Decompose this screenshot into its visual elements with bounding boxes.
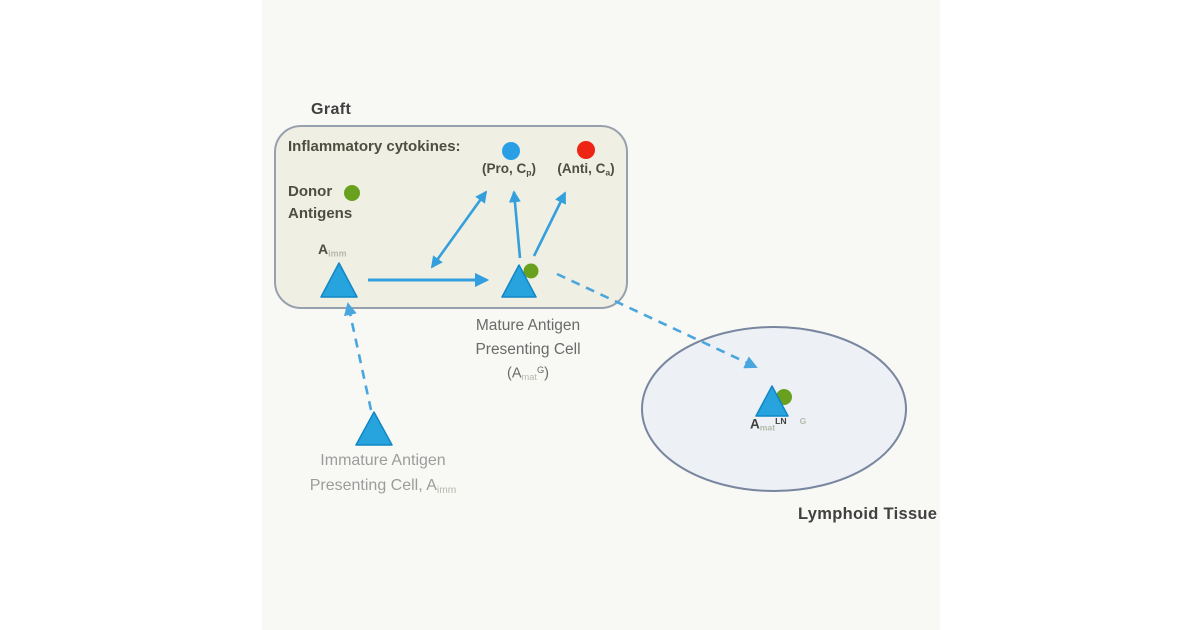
graft-title: Graft <box>311 101 352 118</box>
immature-apc-triangle-outside-icon <box>355 411 393 446</box>
inflammatory-cytokines-label: Inflammatory cytokines: <box>288 138 461 155</box>
cytokine-feedback-double-arrow <box>430 190 488 269</box>
immature-apc-symbol-graft: Aimm <box>318 241 347 259</box>
photo-background <box>262 0 940 630</box>
secrete-pro-cytokine-arrow <box>508 190 522 259</box>
anti-cytokine-label: (Anti, Ca) <box>557 161 615 178</box>
immature-apc-label-line2: Presenting Cell, Aimm <box>309 477 457 496</box>
secrete-anti-cytokine-arrow <box>532 191 567 257</box>
mature-apc-label-line1: Mature Antigen <box>475 317 581 334</box>
pro-cytokine-dot-icon <box>502 142 520 160</box>
mature-apc-triangle-icon <box>501 264 537 298</box>
mature-apc-symbol: (AmatG) <box>506 365 549 383</box>
pro-cytokine-label: (Pro, Cp) <box>481 161 537 178</box>
anti-cytokine-dot-icon <box>577 141 595 159</box>
donor-antigens-label-line1: Donor <box>288 183 333 200</box>
mature-apc-label-line2: Presenting Cell <box>475 341 581 358</box>
lymphoid-apc-triangle-icon <box>755 385 789 417</box>
donor-antigen-dot-icon <box>344 185 360 201</box>
immature-apc-label-line1: Immature Antigen <box>320 452 446 469</box>
migration-to-lymphoid-dashed-arrow <box>556 272 758 369</box>
lymphoid-tissue-title: Lymphoid Tissue <box>798 505 938 523</box>
donor-antigens-label-line2: Antigens <box>288 205 353 222</box>
immature-apc-triangle-graft-icon <box>320 262 358 298</box>
entry-to-graft-dashed-arrow <box>343 302 373 411</box>
mature-apc-antigen-dot-icon <box>523 263 539 279</box>
